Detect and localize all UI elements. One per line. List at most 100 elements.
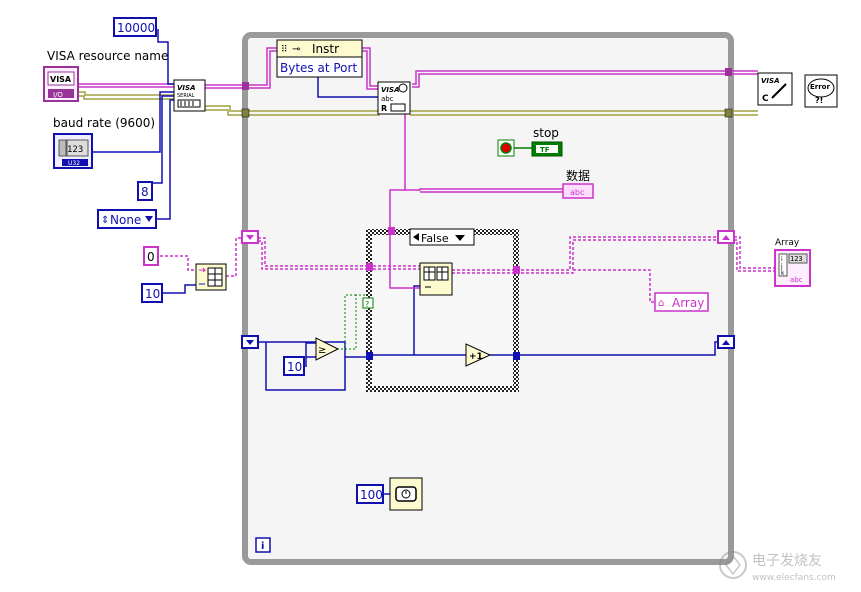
svg-text:⠿: ⠿ xyxy=(281,44,288,55)
initialize-array-node[interactable] xyxy=(195,263,227,291)
svg-text:i: i xyxy=(261,541,264,552)
svg-text:8: 8 xyxy=(141,185,149,199)
svg-text:abc: abc xyxy=(790,276,803,284)
array-local-variable[interactable]: ⌂ Array xyxy=(654,292,709,312)
chevron-down-icon xyxy=(145,216,153,222)
svg-text:≥: ≥ xyxy=(318,345,326,356)
stop-button-terminal[interactable] xyxy=(497,139,515,157)
chevron-left-icon xyxy=(413,233,419,241)
wires xyxy=(78,29,776,391)
array-init-wire xyxy=(160,255,196,271)
stop-label: stop xyxy=(533,126,559,140)
visa-close-node[interactable]: VISA C xyxy=(757,72,793,106)
svg-text:VISA: VISA xyxy=(761,77,779,85)
parity-ring-constant[interactable]: ⇕ None xyxy=(97,209,157,229)
svg-text:SERIAL: SERIAL xyxy=(177,93,195,99)
count-case-tunnel-out xyxy=(513,352,520,360)
ten-constant-init[interactable]: 10 xyxy=(141,283,163,303)
visa-tunnel-out xyxy=(725,68,732,76)
array-shift-register-right[interactable] xyxy=(717,230,735,244)
string-wire xyxy=(404,101,563,191)
home-icon: ⌂ xyxy=(658,298,664,309)
visa-tunnel-in xyxy=(242,82,249,90)
svg-text:VISA: VISA xyxy=(177,84,195,92)
error-tunnel-out xyxy=(724,108,733,118)
ten-init-wire xyxy=(162,284,196,294)
elecfans-logo-icon xyxy=(719,551,747,579)
index-wire xyxy=(413,285,420,355)
svg-text:10000: 10000 xyxy=(117,21,155,35)
loop-iteration-terminal[interactable]: i xyxy=(255,537,271,553)
svg-text:C: C xyxy=(762,94,769,104)
svg-text:k: k xyxy=(781,270,785,277)
array-indicator-label: Array xyxy=(775,238,800,248)
visa-read-node[interactable]: VISA abc R xyxy=(377,81,411,115)
stop-indicator[interactable]: TF xyxy=(531,141,563,157)
baud-rate-control[interactable]: 123 U32 xyxy=(53,133,93,169)
svg-text:False: False xyxy=(421,232,449,245)
visa-serial-config-node[interactable]: VISA SERIAL xyxy=(173,79,206,112)
svg-text:?!: ?! xyxy=(815,96,823,105)
svg-text:j: j xyxy=(780,263,783,270)
svg-text:abc: abc xyxy=(381,95,394,103)
visa-resource-label: VISA resource name xyxy=(47,49,168,63)
svg-text:i: i xyxy=(781,256,783,263)
count-case-tunnel-in xyxy=(366,352,373,360)
count-shift-register-right[interactable] xyxy=(717,335,735,349)
visa-icon-text: VISA xyxy=(50,75,72,84)
svg-text:123: 123 xyxy=(790,255,803,263)
count-shift-register-left[interactable] xyxy=(241,335,259,349)
error-wire xyxy=(78,91,758,116)
svg-text:R: R xyxy=(381,104,387,113)
svg-text:abc: abc xyxy=(570,188,584,197)
ten-constant-compare[interactable]: 10 xyxy=(283,356,305,376)
watermark: 电子发烧友 www.elecfans.com xyxy=(719,551,836,583)
case-structure[interactable] xyxy=(366,229,519,392)
increment-node[interactable]: +1 xyxy=(465,343,492,367)
visa-resource-control[interactable]: VISA I/O xyxy=(43,66,79,102)
compare-out-wire xyxy=(337,294,366,350)
key-icon: ⊸ xyxy=(292,44,300,55)
wait-ms-node[interactable] xyxy=(389,477,423,511)
timeout-wire xyxy=(157,29,176,85)
simple-error-handler-node[interactable]: Error ?! xyxy=(804,74,838,108)
chevron-down-icon xyxy=(455,235,465,241)
string-case-tunnel-in xyxy=(388,227,395,235)
baud-wire xyxy=(92,91,176,153)
svg-text:Error: Error xyxy=(810,83,830,91)
svg-text:TF: TF xyxy=(540,146,550,154)
databits-wire xyxy=(152,95,176,184)
data-string-indicator[interactable]: abc xyxy=(562,183,594,199)
data-label: 数据 xyxy=(566,168,590,183)
parity-wire xyxy=(157,99,176,220)
visa-io-text: I/O xyxy=(53,91,63,99)
svg-text:VISA: VISA xyxy=(381,86,399,94)
visa-ref-wire xyxy=(78,47,758,90)
svg-text:Array: Array xyxy=(672,296,704,310)
wait-ms-constant[interactable]: 100 xyxy=(356,484,384,504)
zero-string-constant[interactable]: 0 xyxy=(143,246,159,266)
baud-digits: 123 xyxy=(67,145,83,155)
property-class: Instr xyxy=(312,42,339,56)
svg-text:⇕: ⇕ xyxy=(101,215,109,226)
data-bits-constant[interactable]: 8 xyxy=(137,181,153,201)
array-case-tunnel-in xyxy=(366,263,373,271)
property-node[interactable]: ⠿ ⊸ Instr Bytes at Port xyxy=(276,39,363,78)
array-indicator[interactable]: i j k 123 abc xyxy=(774,249,811,287)
greater-or-equal-node[interactable]: ≥ xyxy=(315,337,340,361)
baud-rate-label: baud rate (9600) xyxy=(53,116,155,130)
array-shift-register-left[interactable] xyxy=(241,230,259,244)
error-tunnel-in xyxy=(241,108,250,118)
svg-text:?: ? xyxy=(365,300,369,309)
case-selector-terminal[interactable]: ? xyxy=(362,297,374,309)
svg-text:10: 10 xyxy=(145,287,160,301)
svg-text:0: 0 xyxy=(147,250,155,264)
replace-array-subset-node[interactable] xyxy=(419,262,453,296)
property-name: Bytes at Port xyxy=(280,61,357,75)
svg-text:None: None xyxy=(110,213,141,227)
timeout-constant[interactable]: 10000 xyxy=(113,17,157,37)
case-selector[interactable]: False xyxy=(409,228,475,246)
array-case-tunnel-out xyxy=(513,266,520,274)
watermark-brand: 电子发烧友 xyxy=(752,553,822,569)
